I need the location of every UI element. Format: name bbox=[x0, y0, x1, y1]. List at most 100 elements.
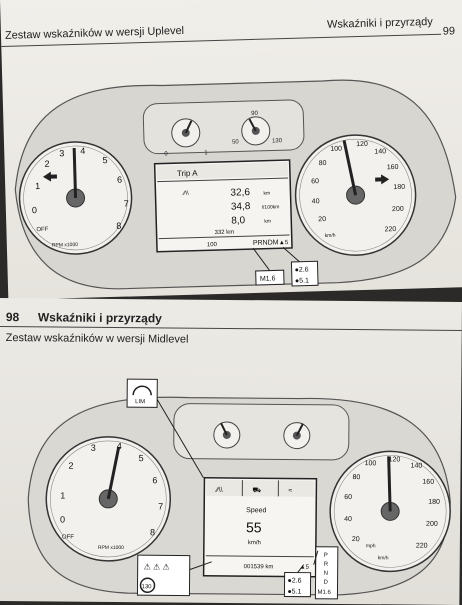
temp-gauge bbox=[283, 422, 311, 450]
gauge-label: 220 bbox=[416, 543, 428, 550]
callout-box bbox=[255, 269, 285, 286]
gauge-label: 40 bbox=[312, 198, 320, 205]
temp-gauge: 50 90 130 bbox=[232, 111, 283, 146]
gauge-label: 200 bbox=[426, 521, 438, 528]
fuel-gauge bbox=[213, 421, 241, 449]
gauge-label: 6 bbox=[152, 475, 157, 485]
illustration-shape bbox=[342, 140, 358, 196]
gauge-label: 130 bbox=[141, 584, 152, 590]
gauge-label: ●5.1 bbox=[295, 277, 309, 284]
illustration-shape bbox=[106, 446, 121, 500]
gauge-label: 160 bbox=[422, 479, 434, 486]
speedometer: 20 40 60 80 100 120 140 160 180 200 220 … bbox=[329, 450, 451, 573]
callout-box bbox=[290, 260, 319, 287]
gauge-label: OFF bbox=[36, 227, 48, 233]
illustration-shape bbox=[132, 385, 152, 396]
speed-value: 55 bbox=[246, 519, 262, 535]
gauge-label: 160 bbox=[387, 164, 399, 171]
gauge-label: 180 bbox=[428, 499, 440, 506]
illustration-shape bbox=[23, 145, 128, 251]
illustration-shape bbox=[387, 456, 392, 512]
illustration-shape bbox=[206, 479, 315, 497]
road-icon: ⁄⁄\\ bbox=[181, 191, 189, 197]
gauge-label: 140 bbox=[411, 463, 423, 470]
gear-indicator: PRNDM bbox=[253, 239, 279, 247]
gauge-label: OFF bbox=[62, 535, 74, 541]
gauge-label: 3 bbox=[91, 443, 96, 453]
gauge-label: 0 bbox=[32, 205, 37, 215]
illustration-shape bbox=[156, 162, 289, 180]
odometer: 001539 km bbox=[244, 564, 274, 570]
gauge-label: ●2.6 bbox=[288, 577, 302, 584]
illustration-shape bbox=[313, 550, 319, 565]
gauge-label: 100 bbox=[330, 146, 342, 153]
illustration-shape bbox=[153, 159, 293, 253]
speed-unit-label: km/h bbox=[378, 555, 389, 561]
trip-range: 8,0 bbox=[231, 215, 246, 226]
gauge-label: 2 bbox=[44, 159, 49, 169]
trip-distance: 32,6 bbox=[230, 187, 250, 199]
gauge-label: R bbox=[324, 562, 329, 568]
speed-unit: km/h bbox=[248, 540, 261, 546]
driver-info-display: ⁄⁄\\ ⛟ ≈ Speed 55 km/h 001539 km ▲5 bbox=[202, 477, 318, 578]
gauge-label: 80 bbox=[352, 474, 360, 481]
gauge-label: 60 bbox=[311, 178, 319, 185]
gauge-label: ▲5 bbox=[279, 240, 289, 246]
illustration-shape bbox=[252, 247, 271, 271]
traffic-sign-icons: ⚠ ⚠ ⚠ bbox=[144, 562, 170, 571]
road-icon: ⁄⁄\\ bbox=[214, 487, 222, 494]
gauge-label: 8 bbox=[150, 527, 155, 537]
fuel-gauge: 0 1 bbox=[164, 118, 208, 157]
gauge-label: ▲5 bbox=[300, 565, 310, 571]
speed-label: Speed bbox=[246, 507, 266, 514]
speed-unit-label: km/h bbox=[325, 233, 336, 239]
illustration-shape bbox=[158, 234, 290, 240]
manual-page-99: Zestaw wskaźników w wersji Uplevel Wskaź… bbox=[0, 0, 462, 300]
gauge-label: 7 bbox=[158, 501, 163, 511]
illustration-shape bbox=[292, 431, 301, 440]
illustration-shape bbox=[248, 118, 257, 132]
gauge-label: 140 bbox=[374, 148, 386, 155]
illustration-shape bbox=[297, 564, 305, 573]
illustration-shape bbox=[205, 555, 314, 558]
gauge-label: 5 bbox=[139, 453, 144, 463]
gauge-label: 60 bbox=[344, 494, 352, 501]
gauge-label: km bbox=[263, 191, 270, 197]
speed-limiter-callout: LIM bbox=[126, 378, 204, 479]
gauge-label: 1 bbox=[35, 181, 40, 191]
gauge-label: 5 bbox=[102, 155, 107, 165]
speedometer: 20 40 60 80 100 120 140 160 180 200 220 … bbox=[294, 134, 417, 256]
rpm-unit-label: RPM x1000 bbox=[52, 242, 78, 249]
turn-left-icon bbox=[42, 171, 58, 182]
gauge-label: 40 bbox=[344, 516, 352, 523]
gauge-label: D bbox=[324, 580, 329, 586]
gauge-label: 120 bbox=[389, 456, 401, 463]
manual-page-98: 98 Wskaźniki i przyrządy Zestaw wskaźnik… bbox=[0, 297, 462, 605]
odometer: 332 km bbox=[215, 230, 235, 237]
gauge-label: 200 bbox=[392, 206, 404, 213]
car-icon: ⛟ bbox=[252, 487, 261, 494]
gauge-label: ●5.1 bbox=[287, 588, 301, 595]
temp-label-50: 50 bbox=[232, 139, 240, 145]
gauge-label: 1 bbox=[60, 491, 65, 501]
gauge-label: km bbox=[264, 219, 271, 225]
gauge-label: 4 bbox=[117, 441, 122, 451]
illustration-shape bbox=[156, 399, 204, 479]
gauge-label: 120 bbox=[356, 141, 368, 148]
gauge-label: 100 bbox=[365, 460, 377, 467]
gauge-label: 2 bbox=[69, 461, 74, 471]
gauge-label: 3 bbox=[59, 148, 64, 158]
tachometer: 2 3 4 5 6 7 8 1 0 OFF RPM x1000 bbox=[18, 141, 133, 255]
gauge-label: 4 bbox=[80, 146, 85, 156]
gauge-label: M1.6 bbox=[260, 275, 276, 282]
illustration-shape bbox=[299, 138, 412, 252]
illustration-shape bbox=[202, 477, 318, 578]
illustration-shape bbox=[72, 147, 78, 199]
gauge-label: 6 bbox=[117, 175, 122, 185]
gauge-label: 7 bbox=[124, 198, 129, 208]
illustration-shape bbox=[333, 455, 447, 568]
gauge-label: 20 bbox=[352, 536, 360, 543]
gauge-label: 180 bbox=[393, 184, 405, 191]
gauge-label: 0 bbox=[60, 515, 65, 525]
illustration-shape bbox=[49, 440, 167, 558]
